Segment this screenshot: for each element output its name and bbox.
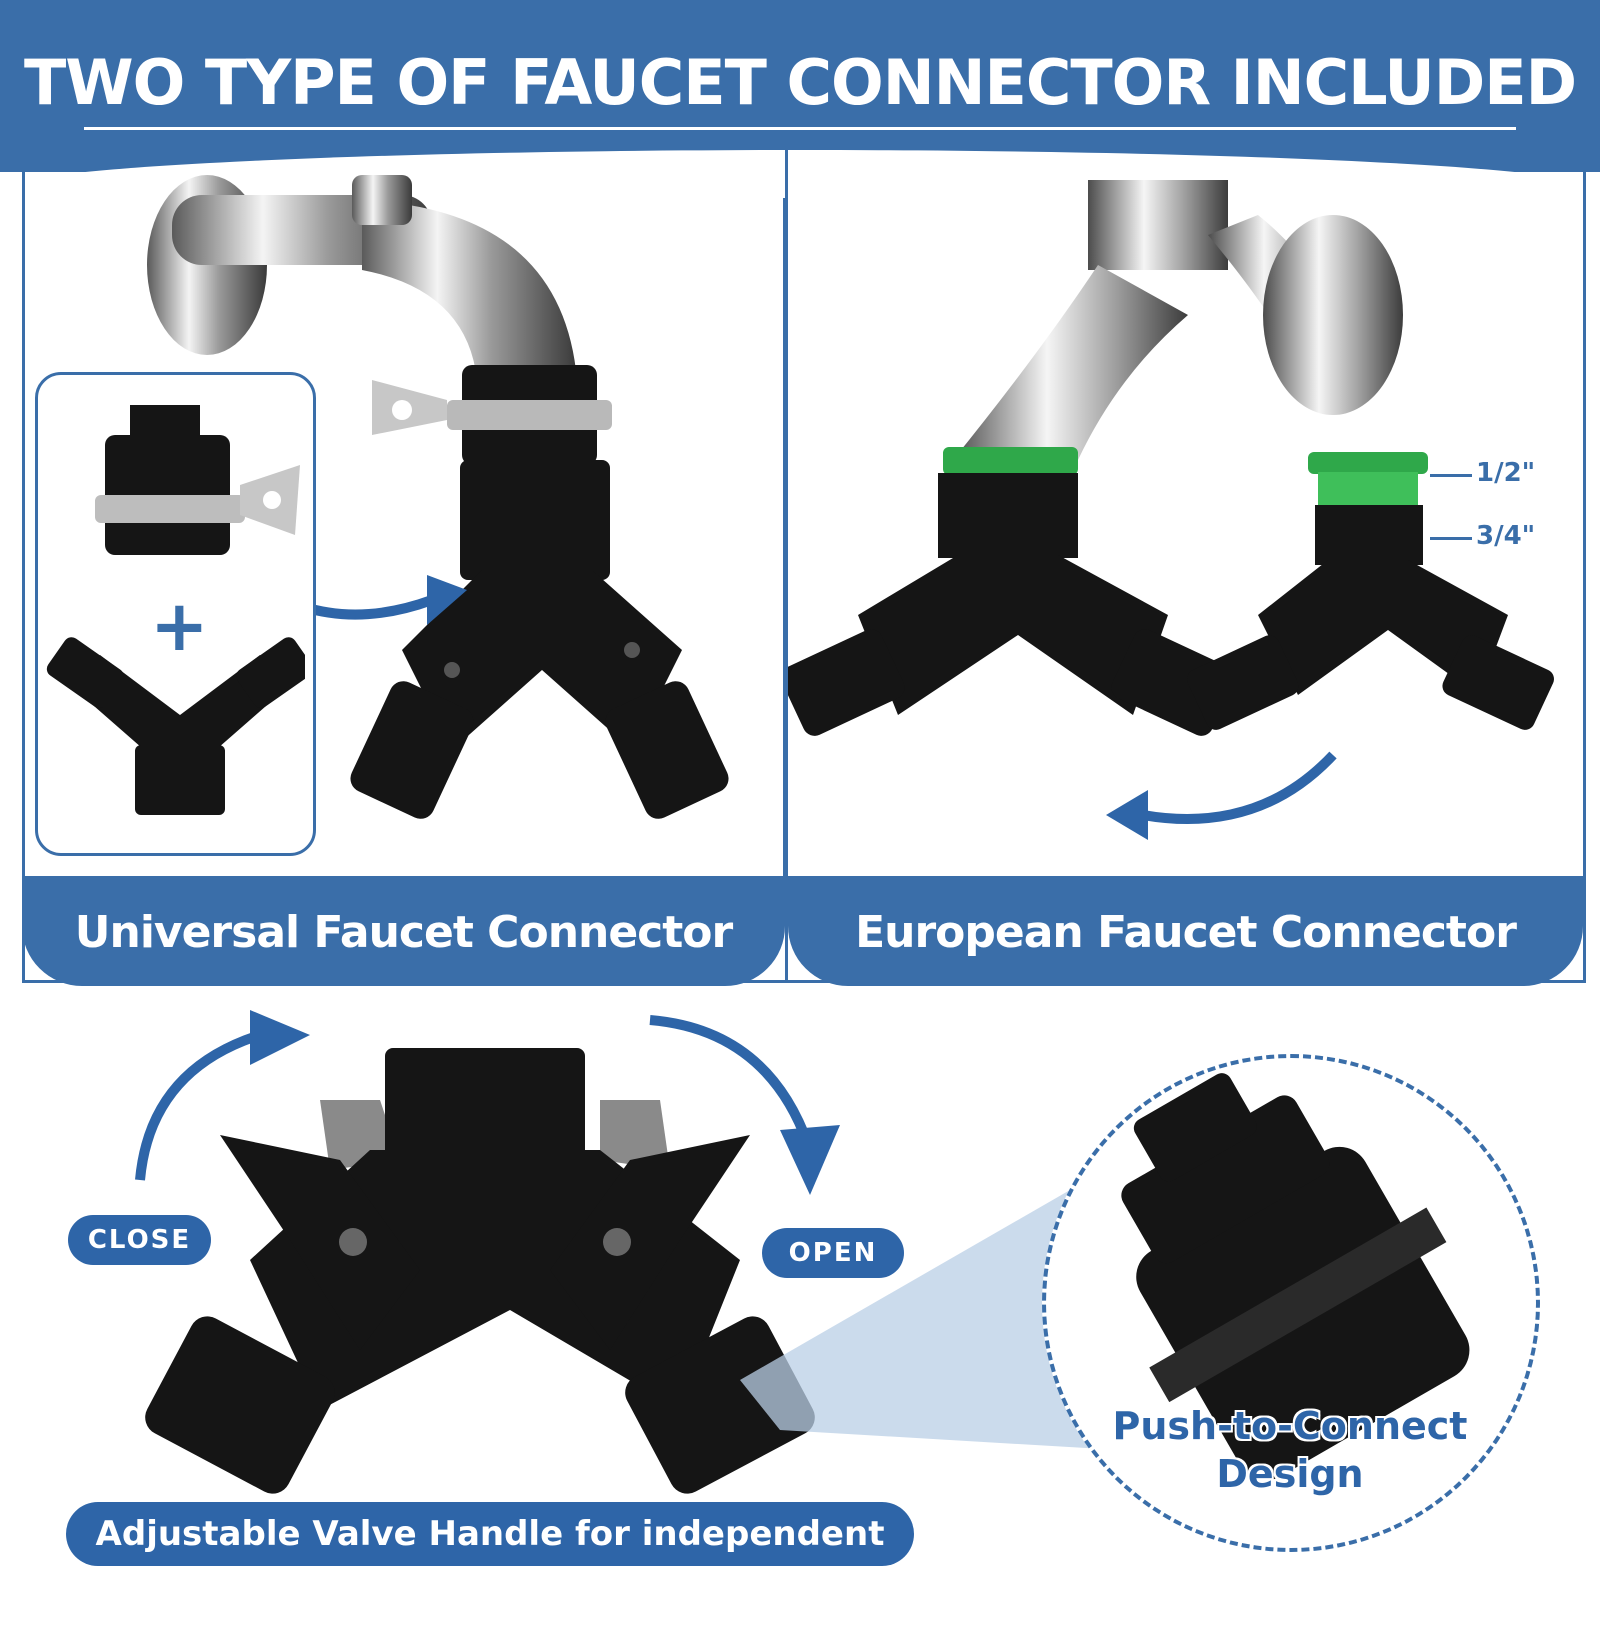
push-to-connect-line2: Design [1216,1452,1364,1496]
zoom-beam [740,1190,1120,1450]
push-connect-detail [1121,1073,1470,1481]
hose-clamp-icon [372,365,612,465]
european-connector-illustration [788,180,1554,840]
zoom-detail-circle [1042,1054,1540,1552]
y-connector-icon [1187,452,1554,730]
page-title: TWO TYPE OF FAUCET CONNECTOR INCLUDED [23,46,1577,119]
curved-arrow-icon [649,1015,815,1152]
caption-european: European Faucet Connector [855,907,1517,958]
push-to-connect-label: Push-to-Connect Design [1090,1402,1490,1498]
caption-universal: Universal Faucet Connector [74,907,733,958]
chrome-faucet-icon [953,180,1403,460]
universal-connector-illustration [147,175,729,819]
push-to-connect-line1: Push-to-Connect [1112,1404,1468,1448]
caption-band-universal [22,876,785,986]
y-connector-icon [145,1048,815,1494]
feature-label: Adjustable Valve Handle for independent … [66,1502,914,1618]
chrome-faucet-icon [147,175,577,380]
header-band [0,0,1600,172]
valve-handle-illustration [135,1010,840,1494]
open-label: OPEN [762,1228,904,1278]
y-connector-icon [788,447,1235,736]
panel-divider [783,198,786,878]
size-label-three-quarter: 3/4" [1476,521,1536,551]
size-line-three-quarter [1430,537,1472,540]
inset-parts-illustration [46,405,305,815]
size-label-half: 1/2" [1476,458,1536,488]
close-label: CLOSE [68,1215,211,1265]
y-connector-icon [46,637,305,815]
y-connector-icon [1121,1073,1470,1481]
curved-arrow-icon [135,1030,262,1181]
hose-clamp-icon [95,405,300,555]
caption-band-european [788,876,1583,986]
title-underline [84,127,1516,130]
plus-icon: + [150,585,209,667]
y-connector-icon [350,460,729,819]
curved-arrow-icon [1142,751,1337,824]
size-line-half [1430,474,1472,477]
